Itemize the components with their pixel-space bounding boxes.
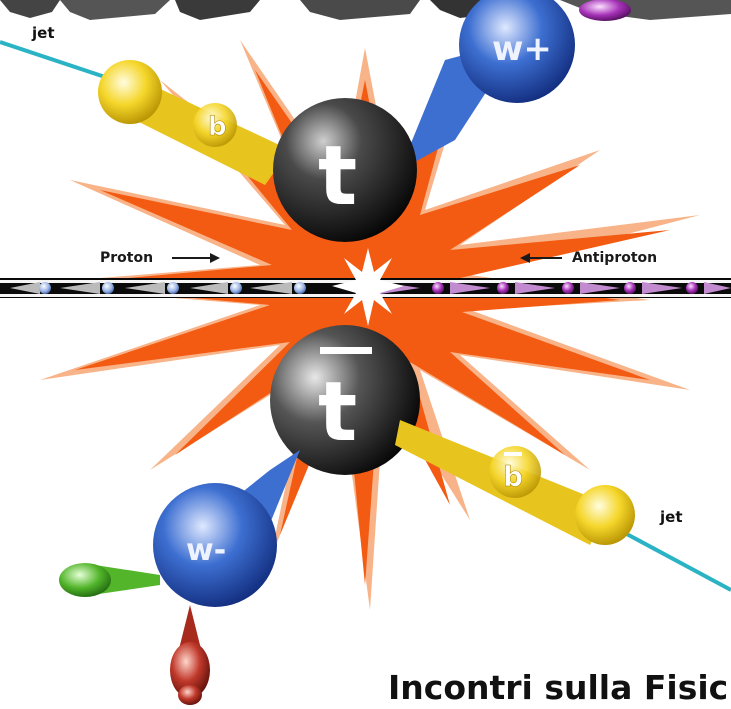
b-bar-quark: b	[395, 420, 635, 545]
w-plus-boson: w+	[400, 0, 631, 170]
w-minus-label: w-	[186, 533, 226, 568]
jet-label-bottom: jet	[659, 508, 683, 526]
b-quark-label: b	[208, 112, 227, 142]
jet-label-top: jet	[31, 24, 55, 42]
proton-label-group: Proton	[100, 250, 220, 266]
proton-arrowhead	[210, 253, 220, 263]
neutrino-particle	[170, 605, 210, 705]
antiproton-label: Antiproton	[572, 250, 657, 266]
anti-top-bar	[320, 347, 372, 354]
jet-line-top	[0, 42, 120, 82]
proton-label: Proton	[100, 250, 153, 266]
jet-line-bottom	[610, 525, 731, 590]
lepton-particle	[59, 563, 160, 597]
anti-top-quark: t	[270, 325, 420, 475]
b-bar-overline	[504, 452, 522, 456]
top-quark: t	[273, 98, 417, 242]
w-plus-label: w+	[492, 29, 552, 69]
b-bar-label: b	[503, 460, 523, 493]
anti-top-quark-label: t	[318, 365, 357, 460]
footer-title: Incontri sulla Fisic	[388, 668, 728, 707]
top-quark-label: t	[318, 129, 357, 224]
